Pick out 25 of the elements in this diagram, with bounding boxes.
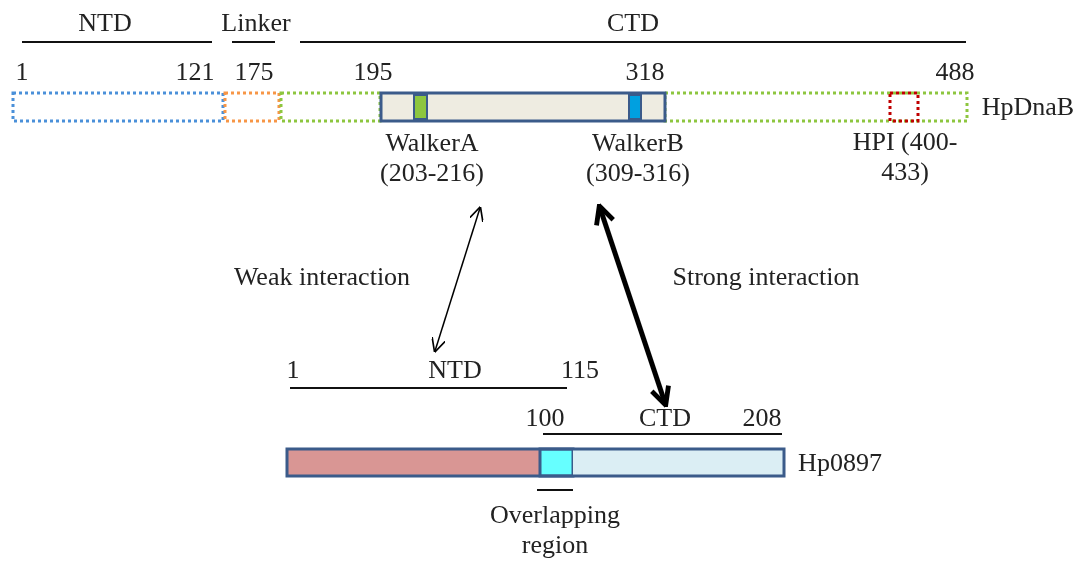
- domain-label: WalkerA (203-216): [362, 128, 502, 188]
- text-label: 175: [234, 57, 274, 87]
- text-label: CTD: [607, 8, 659, 38]
- double-arrow: [594, 203, 671, 408]
- text-label: HpDnaB: [981, 92, 1075, 122]
- text-label: 208: [742, 403, 782, 433]
- text-label: 1: [15, 57, 29, 87]
- text-label: 488: [935, 57, 975, 87]
- text-label: 115: [561, 355, 599, 385]
- text-label: Linker: [221, 8, 291, 38]
- edge-label: Weak interaction: [233, 262, 411, 292]
- domain-label: CTD: [639, 403, 691, 433]
- edge-label: Strong interaction: [672, 262, 860, 292]
- domain-label: NTD: [428, 355, 482, 385]
- double-arrow: [431, 205, 484, 354]
- text-label: Hp0897: [798, 448, 882, 478]
- text-label: 318: [625, 57, 665, 87]
- text-label: HPI (400-433): [851, 127, 959, 187]
- text-label: 121: [175, 57, 215, 87]
- text-label: 1: [286, 355, 300, 385]
- domain-label: WalkerB (309-316): [568, 128, 708, 188]
- text-label: 100: [525, 403, 565, 433]
- text-label: Overlapping region: [489, 500, 621, 560]
- text-label: NTD: [78, 8, 132, 38]
- text-label: 195: [353, 57, 393, 87]
